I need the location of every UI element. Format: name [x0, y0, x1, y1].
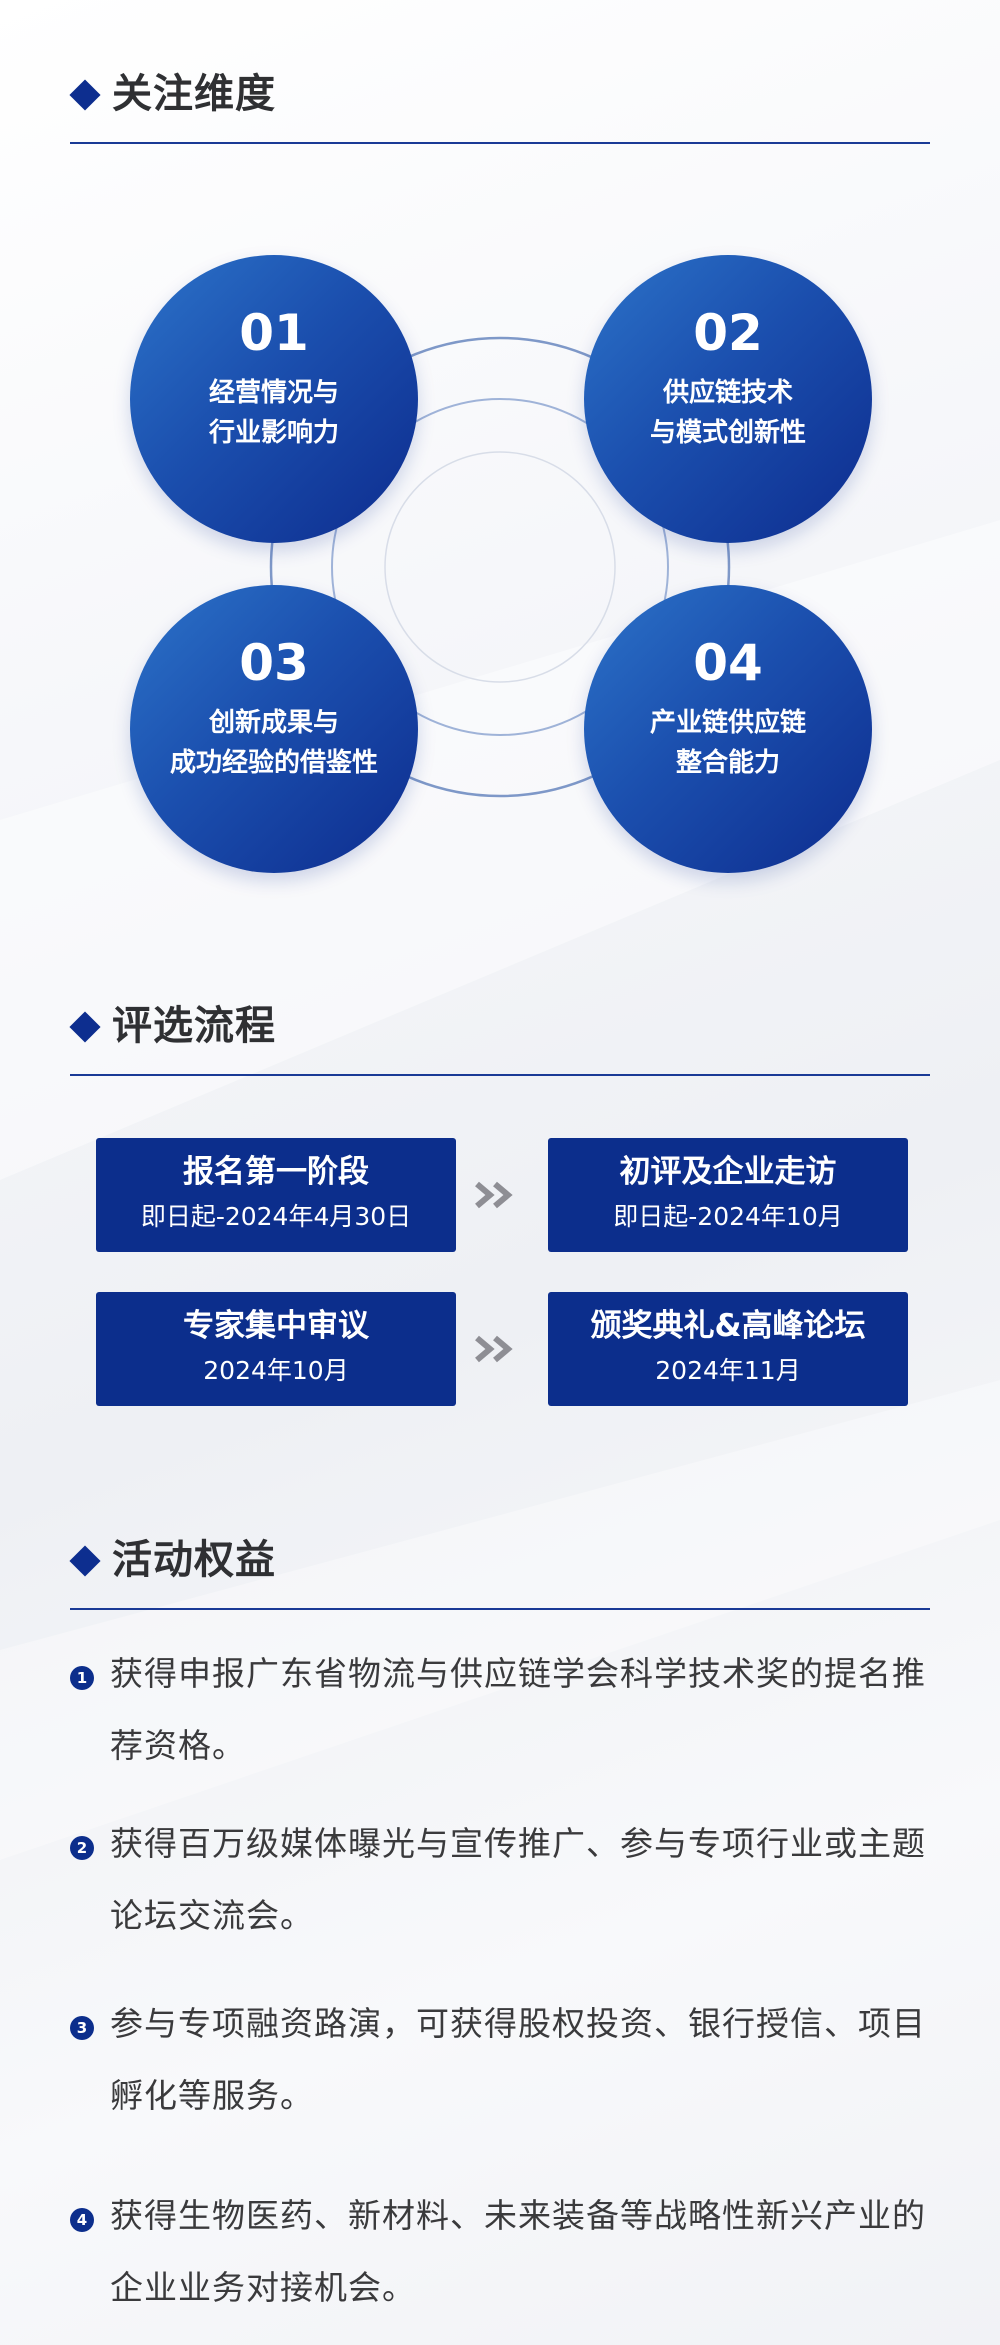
inner-ring [384, 451, 616, 683]
process-step-3: 专家集中审议 2024年10月 [96, 1292, 456, 1406]
process-step-2: 初评及企业走访 即日起-2024年10月 [548, 1138, 908, 1252]
section-divider [70, 142, 930, 144]
focus-item-number: 04 [693, 634, 763, 692]
focus-item-label: 成功经验的借鉴性 [169, 748, 378, 778]
focus-item-label: 行业影响力 [208, 418, 339, 448]
step-title: 专家集中审议 [183, 1308, 369, 1344]
focus-item-label: 供应链技术 [662, 378, 793, 408]
step-title: 初评及企业走访 [619, 1154, 837, 1190]
focus-item-label: 与模式创新性 [649, 418, 806, 448]
section-header-benefits: 活动权益 [69, 1526, 930, 1616]
process-step-4: 颁奖典礼&高峰论坛 2024年11月 [548, 1292, 908, 1406]
numbered-circle-icon: 4 [70, 2208, 94, 2232]
step-date: 2024年11月 [655, 1356, 801, 1385]
diamond-icon [69, 1545, 101, 1577]
numbered-circle-icon: 1 [70, 1666, 94, 1690]
numbered-circle-icon: 2 [70, 1836, 94, 1860]
section-title: 评选流程 [112, 1003, 276, 1049]
section-divider [70, 1608, 930, 1610]
focus-item-01: 01 经营情况与 行业影响力 [130, 255, 418, 543]
process-step-1: 报名第一阶段 即日起-2024年4月30日 [96, 1138, 456, 1252]
concentric-rings [269, 336, 731, 798]
section-header-focus: 关注维度 [69, 60, 930, 150]
focus-item-number: 03 [239, 634, 309, 692]
focus-item-04: 04 产业链供应链 整合能力 [584, 585, 872, 873]
section-header-process: 评选流程 [69, 992, 930, 1082]
step-date: 即日起-2024年4月30日 [140, 1202, 412, 1231]
benefit-text: 获得申报广东省物流与供应链学会科学技术奖的提名推荐资格。 [110, 1654, 926, 1765]
double-chevron-right-icon [475, 1181, 513, 1209]
double-chevron-right-icon [475, 1335, 513, 1363]
middle-ring [331, 398, 669, 736]
step-title: 报名第一阶段 [183, 1154, 369, 1190]
section-divider [70, 1074, 930, 1076]
focus-item-02: 02 供应链技术 与模式创新性 [584, 255, 872, 543]
step-date: 2024年10月 [203, 1356, 349, 1385]
focus-item-label: 经营情况与 [208, 378, 339, 408]
focus-item-number: 01 [239, 304, 309, 362]
numbered-circle-icon: 3 [70, 2016, 94, 2040]
focus-item-label: 产业链供应链 [649, 708, 806, 738]
outer-ring [269, 336, 731, 798]
benefit-text: 参与专项融资路演，可获得股权投资、银行授信、项目孵化等服务。 [110, 2004, 926, 2115]
focus-item-label: 整合能力 [675, 748, 780, 778]
focus-item-number: 02 [693, 304, 763, 362]
focus-item-label: 创新成果与 [208, 708, 339, 738]
diamond-icon [69, 1011, 101, 1043]
section-title: 关注维度 [112, 71, 276, 117]
benefit-text: 获得百万级媒体曝光与宣传推广、参与专项行业或主题论坛交流会。 [110, 1824, 926, 1935]
benefit-text: 获得生物医药、新材料、未来装备等战略性新兴产业的企业业务对接机会。 [110, 2196, 926, 2307]
step-date: 即日起-2024年10月 [613, 1202, 843, 1231]
step-title: 颁奖典礼&高峰论坛 [590, 1308, 866, 1344]
focus-item-03: 03 创新成果与 成功经验的借鉴性 [130, 585, 418, 873]
section-title: 活动权益 [112, 1537, 276, 1583]
